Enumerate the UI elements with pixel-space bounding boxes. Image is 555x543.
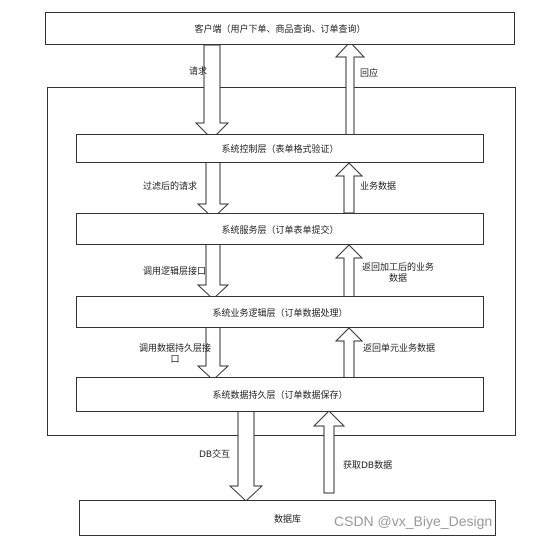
arrow-up-business-data: [334, 162, 364, 214]
return-unit-data-label: 返回单元业务数据: [362, 344, 435, 354]
control-layer-box: 系统控制层（表单格式验证）: [76, 134, 484, 163]
client-label: 客户端（用户下单、商品查询、订单查询）: [194, 25, 366, 35]
arrow-down-request: [194, 44, 230, 140]
return-processed-data-label: 返回加工后的业务数据: [361, 263, 434, 284]
business-data-label: 业务数据: [360, 182, 397, 192]
logic-layer-label: 系统业务逻辑层（订单数据处理）: [212, 308, 348, 319]
arrow-up-unit-data: [334, 327, 364, 383]
persistence-layer-box: 系统数据持久层（订单数据保存）: [76, 377, 484, 412]
arrow-up-response: [334, 41, 366, 140]
arrow-down-db: [228, 410, 264, 502]
call-logic-interface-label: 调用逻辑层接口: [143, 267, 207, 277]
control-layer-label: 系统控制层（表单格式验证）: [221, 145, 339, 155]
arrow-down-call-logic: [196, 243, 230, 300]
db-interaction-label: DB交互: [199, 450, 231, 460]
watermark: CSDN @vx_Biye_Design: [334, 513, 493, 529]
client-box: 客户端（用户下单、商品查询、订单查询）: [45, 12, 515, 45]
filtered-request-label: 过滤后的请求: [143, 182, 198, 192]
request-label: 请求: [189, 67, 208, 77]
database-label: 数据库: [273, 514, 301, 525]
service-layer-label: 系统服务层（订单表单提交）: [221, 225, 339, 236]
fetch-db-data-label: 获取DB数据: [343, 461, 393, 471]
arrow-up-fetch-db: [312, 410, 346, 494]
service-layer-box: 系统服务层（订单表单提交）: [76, 213, 484, 245]
arrow-up-processed: [334, 244, 364, 298]
database-box: 数据库: [79, 500, 496, 536]
arrow-down-call-persistence: [196, 326, 230, 381]
arrow-down-filtered: [196, 161, 230, 219]
response-label: 回应: [360, 69, 379, 79]
logic-layer-box: 系统业务逻辑层（订单数据处理）: [76, 296, 484, 328]
call-persistence-interface-label: 调用数据持久层接口: [138, 344, 211, 365]
system-container: [47, 87, 516, 436]
persistence-layer-label: 系统数据持久层（订单数据保存）: [212, 391, 348, 401]
